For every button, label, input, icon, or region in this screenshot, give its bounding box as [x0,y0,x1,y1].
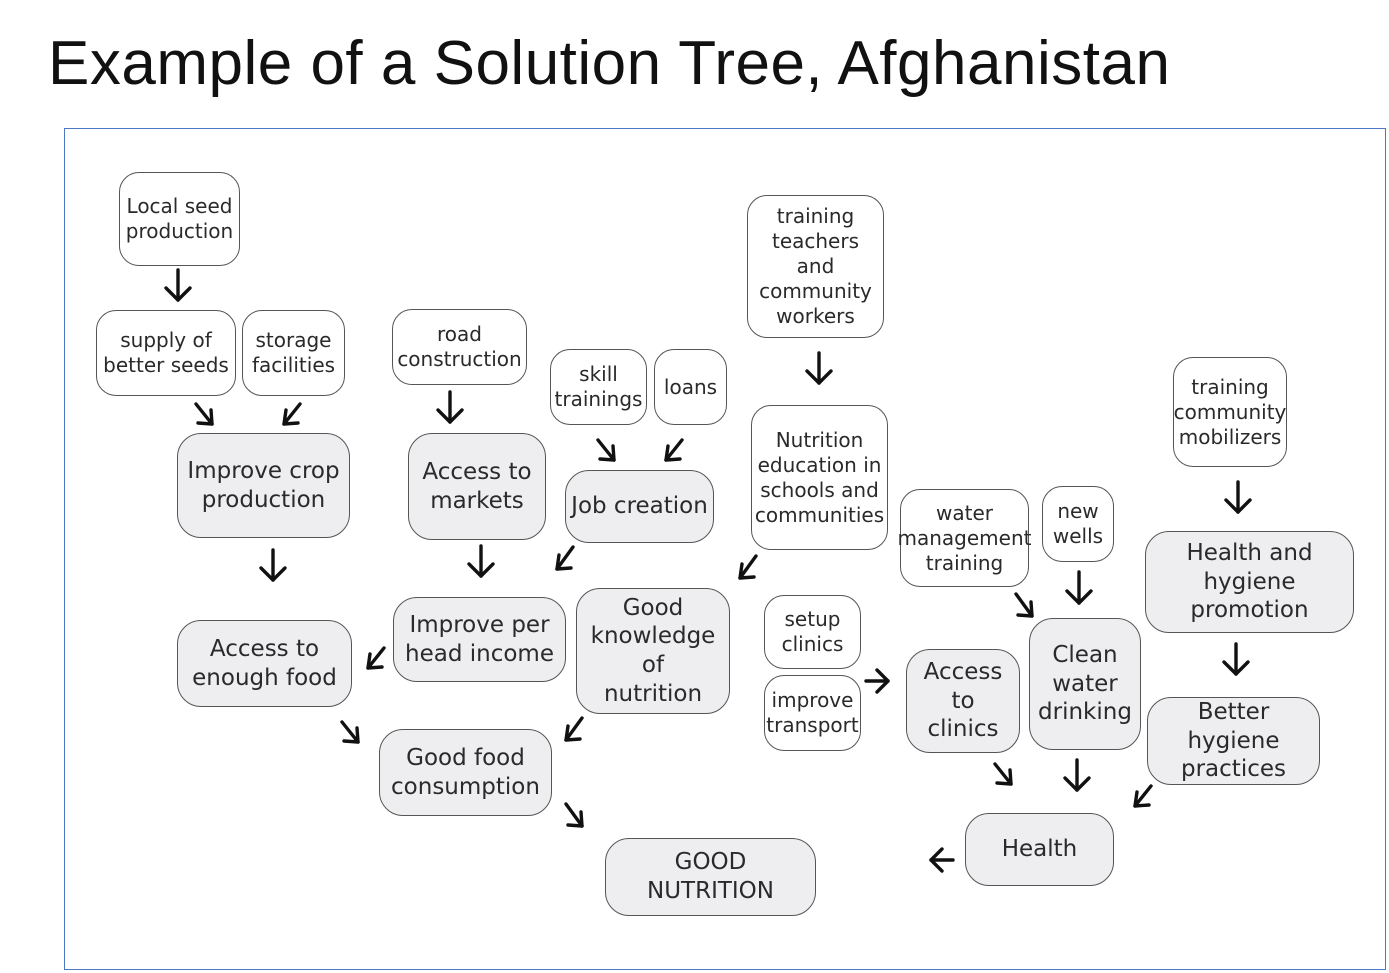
arrow-down-6 [467,544,495,578]
node-good-knowledge-of-nutrition: Good knowledge of nutrition [576,588,730,714]
arrow-right-1 [864,668,890,694]
node-storage-facilities: storage facilities [242,310,345,396]
arrow-diag-right-1 [194,402,214,426]
node-access-to-markets: Access to markets [408,433,546,540]
node-health-hygiene-promotion: Health and hygiene promotion [1145,531,1354,633]
node-clean-water-drinking: Clean water drinking [1029,618,1141,750]
arrow-diag-right-4 [340,720,360,744]
arrow-down-1 [164,268,192,302]
arrow-down-3 [805,351,833,385]
arrow-down-2 [436,390,464,424]
arrow-diag-left-1 [282,402,302,426]
node-nutrition-education: Nutrition education in schools and commu… [751,405,888,550]
node-new-wells: new wells [1042,486,1114,562]
node-training-mobilizers: training community mobilizers [1173,357,1287,467]
node-training-teachers: training teachers and community workers [747,195,884,338]
arrow-diag-left-5 [366,646,386,670]
arrow-diag-right-5 [993,762,1013,786]
arrow-down-4 [1224,480,1252,514]
arrow-diag-left-4 [738,554,758,580]
arrow-diag-right-6 [564,802,584,828]
node-local-seed-production: Local seed production [119,172,240,266]
node-access-to-clinics: Access to clinics [906,649,1020,753]
node-health: Health [965,813,1114,886]
arrow-diag-left-6 [564,716,584,742]
node-road-construction: road construction [392,309,527,385]
arrow-down-9 [1063,758,1091,792]
arrow-down-5 [259,548,287,582]
arrow-down-7 [1065,570,1093,605]
node-good-food-consumption: Good food consumption [379,729,552,816]
arrow-diag-left-7 [1133,784,1153,808]
node-improve-transport: improve transport [764,675,861,751]
node-access-to-enough-food: Access to enough food [177,620,352,707]
arrow-diag-right-2 [596,438,616,462]
node-good-nutrition: GOOD NUTRITION [605,838,816,916]
node-supply-better-seeds: supply of better seeds [96,310,236,396]
node-job-creation: Job creation [565,470,714,543]
node-skill-trainings: skill trainings [550,349,647,425]
node-loans: loans [654,349,727,425]
node-improve-per-head-income: Improve per head income [393,597,566,682]
arrow-diag-left-2 [664,438,684,462]
arrow-left-1 [929,847,955,873]
slide-title: Example of a Solution Tree, Afghanistan [48,29,1171,98]
node-setup-clinics: setup clinics [764,595,861,669]
arrow-diag-right-3 [1014,592,1034,618]
node-improve-crop-production: Improve crop production [177,433,350,538]
diagram-frame [64,128,1386,970]
node-better-hygiene-practices: Better hygiene practices [1147,697,1320,785]
arrow-down-8 [1222,642,1250,676]
arrow-diag-left-3 [555,545,575,571]
node-water-management-training: water management training [898,489,1032,587]
